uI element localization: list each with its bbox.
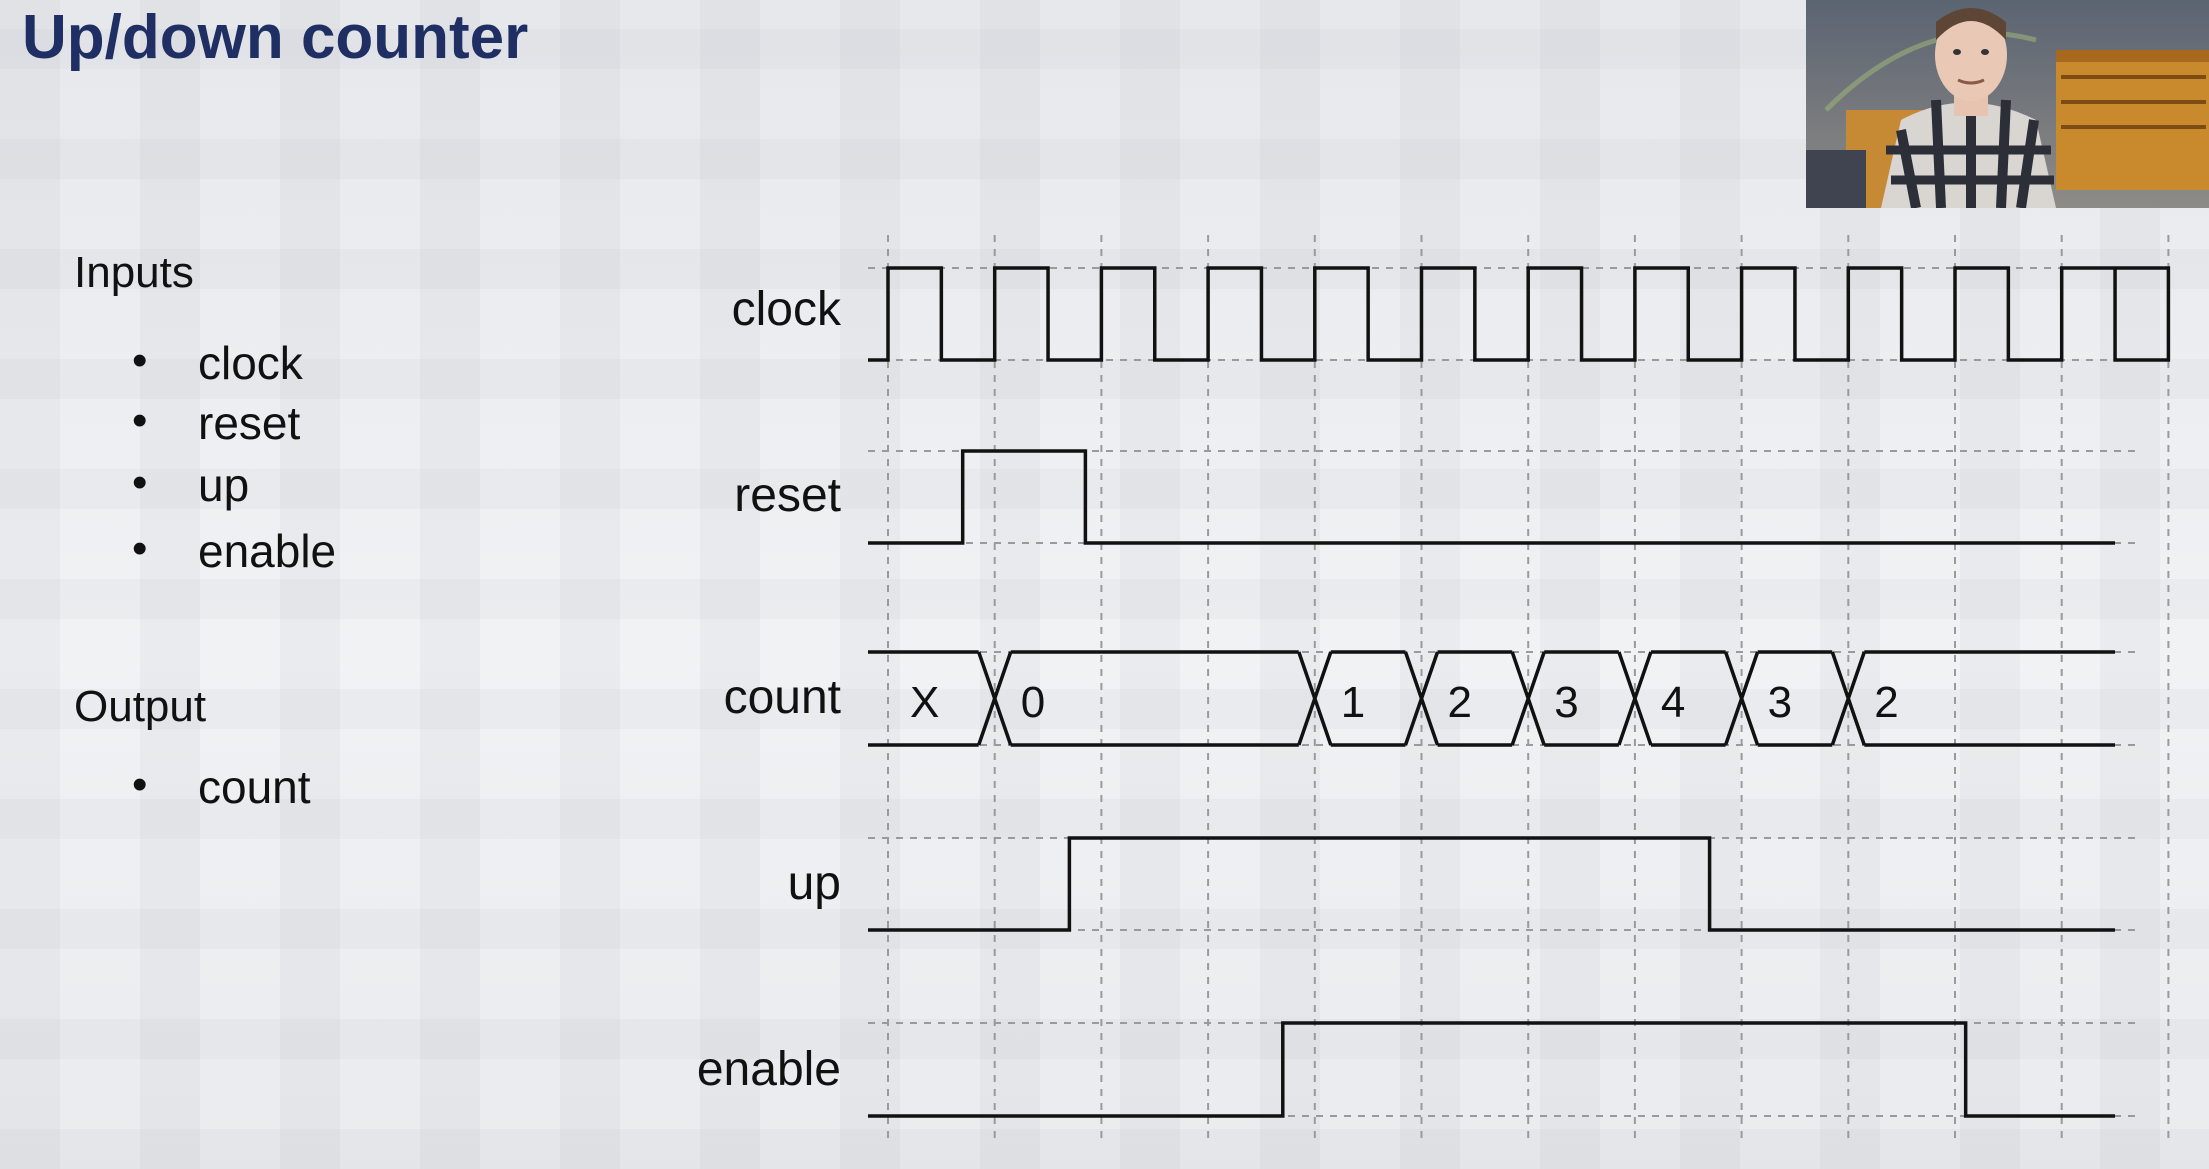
- count-bus-transition: [1723, 651, 1760, 746]
- bullet-icon: •: [132, 458, 148, 507]
- count-bus-transition: [1830, 651, 1866, 746]
- input-item-reset: reset: [198, 397, 301, 449]
- output-heading: Output: [74, 682, 207, 731]
- count-bus-transition: [977, 651, 1013, 746]
- clock-waveform: [868, 266, 2171, 362]
- bullet-icon: •: [132, 760, 148, 809]
- count-bus-transition: [1617, 651, 1653, 746]
- count-value-label: 3: [1554, 678, 1578, 727]
- count-value-label: 4: [1661, 678, 1685, 727]
- output-item-count: count: [198, 761, 311, 813]
- count-value-label: 1: [1341, 678, 1365, 727]
- count-value-label: 3: [1768, 678, 1792, 727]
- count-value-label: 0: [1021, 678, 1045, 727]
- signal-label-count: count: [723, 671, 841, 724]
- count-bus-transition: [1297, 651, 1333, 746]
- signal-label-reset: reset: [734, 469, 841, 522]
- signal-label-clock: clock: [731, 283, 841, 336]
- input-item-up: up: [198, 459, 250, 511]
- slide-title: Up/down counter: [22, 3, 529, 72]
- reset-waveform: [868, 449, 2115, 545]
- inputs-heading: Inputs: [74, 248, 194, 297]
- count-value-label: X: [910, 678, 939, 727]
- signal-label-enable: enable: [696, 1043, 841, 1096]
- input-item-clock: clock: [198, 337, 303, 389]
- bullet-icon: •: [132, 524, 148, 573]
- count-bus-transition: [1510, 651, 1546, 746]
- signal-label-up: up: [787, 857, 841, 910]
- count-value-label: 2: [1448, 678, 1472, 727]
- presenter-webcam: [1806, 0, 2209, 208]
- bullet-icon: •: [132, 336, 148, 385]
- up-waveform: [868, 836, 2115, 932]
- count-bus-transition: [1403, 651, 1440, 746]
- enable-waveform: [868, 1021, 2115, 1118]
- bullet-icon: •: [132, 396, 148, 445]
- count-value-label: 2: [1874, 678, 1898, 727]
- input-item-enable: enable: [198, 525, 337, 577]
